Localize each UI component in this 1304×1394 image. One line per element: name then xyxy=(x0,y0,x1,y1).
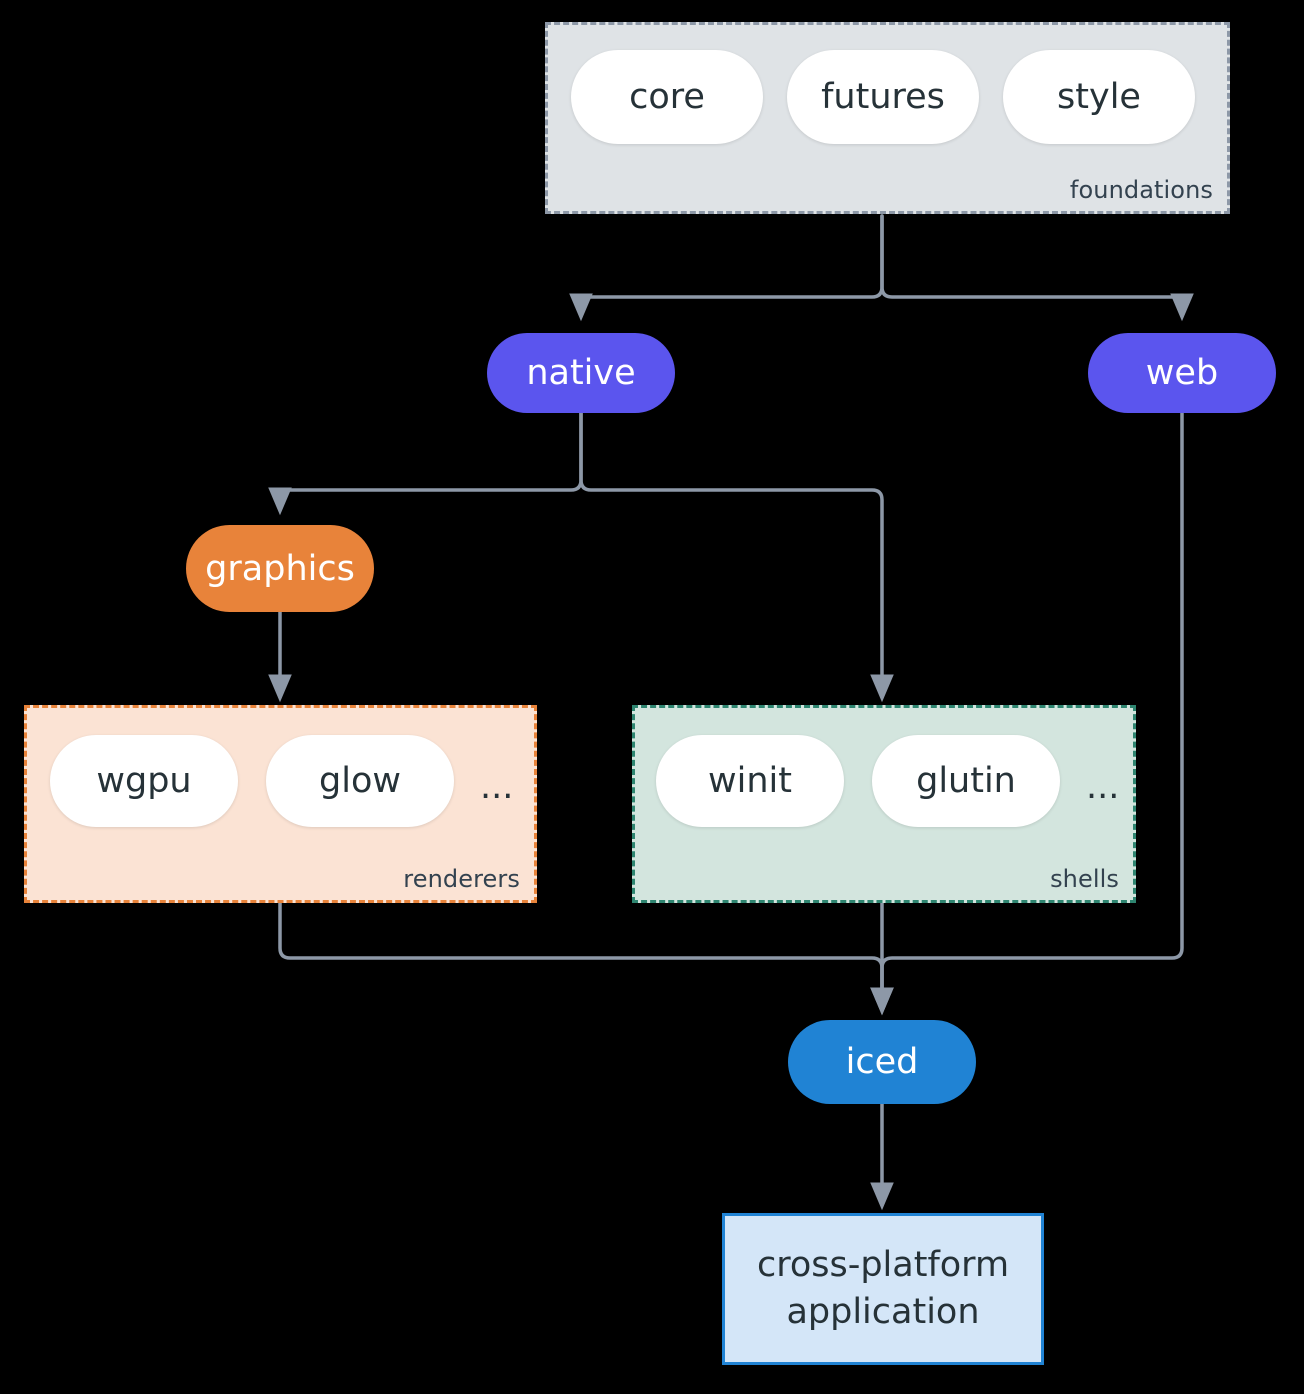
node-futures[interactable]: futures xyxy=(787,50,979,144)
application-label-line2: application xyxy=(786,1292,980,1332)
node-glow[interactable]: glow xyxy=(266,735,454,827)
node-iced[interactable]: iced xyxy=(788,1020,976,1104)
node-futures-label: futures xyxy=(821,77,945,117)
node-web-label: web xyxy=(1145,353,1219,393)
node-native[interactable]: native xyxy=(487,333,675,413)
node-cross-platform-application[interactable]: cross-platform application xyxy=(722,1213,1044,1365)
cluster-renderers-label: renderers xyxy=(403,865,520,893)
edge-native-shells xyxy=(579,411,894,703)
edge-foundations-web xyxy=(880,214,1194,322)
node-glutin[interactable]: glutin xyxy=(872,735,1060,827)
node-graphics-label: graphics xyxy=(205,548,355,589)
node-core[interactable]: core xyxy=(571,50,763,144)
node-graphics[interactable]: graphics xyxy=(186,525,374,612)
node-native-label: native xyxy=(526,353,636,393)
node-winit-label: winit xyxy=(708,761,792,801)
edge-renderers-iced xyxy=(278,901,894,1016)
edge-native-graphics xyxy=(268,411,583,516)
shells-more-ellipsis: ... xyxy=(1086,767,1120,807)
node-web[interactable]: web xyxy=(1088,333,1276,413)
node-core-label: core xyxy=(629,77,705,117)
renderers-more-ellipsis: ... xyxy=(480,767,514,807)
node-glow-label: glow xyxy=(319,761,401,801)
node-wgpu[interactable]: wgpu xyxy=(50,735,238,827)
cluster-shells-label: shells xyxy=(1050,865,1119,893)
edge-foundations-native xyxy=(569,214,884,322)
node-iced-label: iced xyxy=(845,1042,919,1082)
node-wgpu-label: wgpu xyxy=(96,761,192,801)
node-winit[interactable]: winit xyxy=(656,735,844,827)
node-style[interactable]: style xyxy=(1003,50,1195,144)
node-style-label: style xyxy=(1057,77,1141,117)
application-label-line1: cross-platform xyxy=(756,1244,1010,1285)
node-glutin-label: glutin xyxy=(916,761,1016,801)
cluster-foundations-label: foundations xyxy=(1069,176,1213,204)
